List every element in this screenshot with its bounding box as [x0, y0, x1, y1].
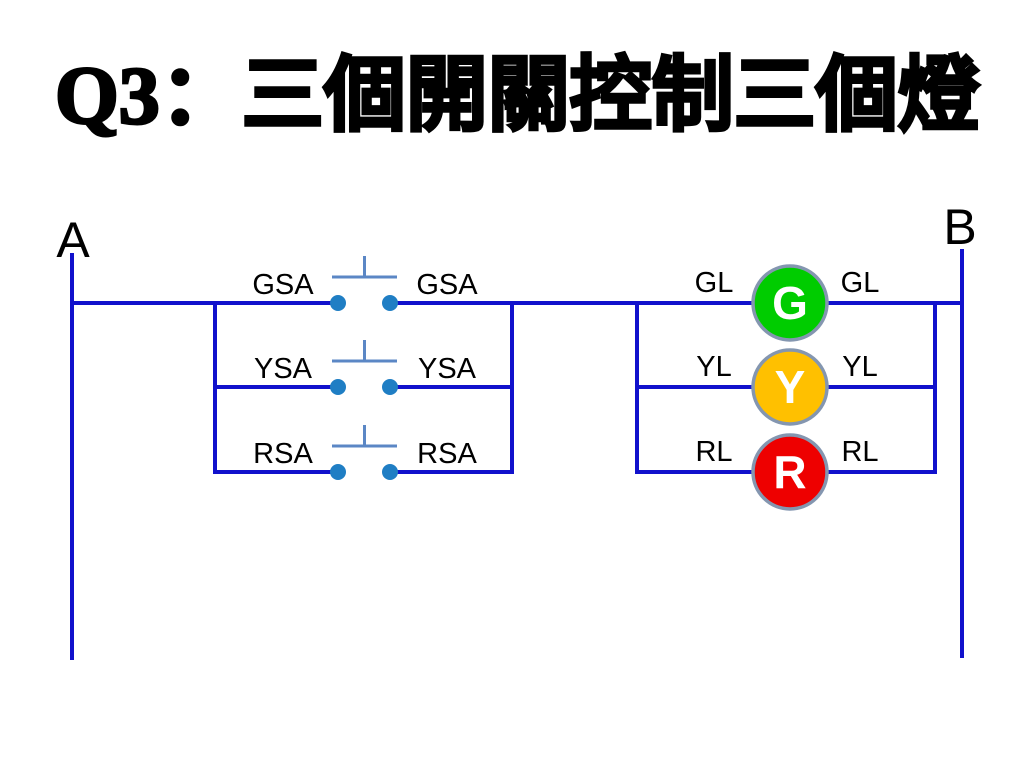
- lamp-red-icon: [751, 433, 829, 511]
- switch-label-left: YSA: [254, 353, 313, 385]
- lamp-green-icon: [751, 264, 829, 342]
- lamp-label-left: YL: [696, 351, 731, 383]
- contact-dot-icon: [330, 379, 346, 395]
- lamp-label-left: GL: [695, 267, 734, 299]
- switch-label-right: RSA: [417, 438, 477, 470]
- slide-title: Q3：三個開關控制三個燈: [54, 49, 982, 143]
- lamp-label-right: YL: [842, 351, 877, 383]
- lamp-label-right: GL: [841, 267, 880, 299]
- pushbutton-symbols: [332, 256, 397, 448]
- switch-label-left: RSA: [253, 438, 313, 470]
- rail-label-a: A: [56, 212, 90, 268]
- lamp-letters: G Y R: [772, 277, 808, 498]
- lamp-green-letter: G: [772, 277, 808, 329]
- contact-dot-icon: [382, 295, 398, 311]
- switch-label-left: GSA: [252, 269, 314, 301]
- contact-dot-icon: [382, 464, 398, 480]
- switch-label-right: YSA: [418, 353, 477, 385]
- lamp-yellow-icon: [751, 348, 829, 426]
- contact-dot-icon: [382, 379, 398, 395]
- switch-label-right: GSA: [416, 269, 478, 301]
- lamp-yellow-letter: Y: [775, 361, 806, 413]
- contact-dot-icon: [330, 295, 346, 311]
- contact-dot-icon: [330, 464, 346, 480]
- lamp-red-letter: R: [773, 446, 806, 498]
- rail-label-b: B: [943, 199, 976, 255]
- wires: [70, 249, 964, 660]
- lamp-label-left: RL: [695, 436, 732, 468]
- lamp-label-right: RL: [841, 436, 878, 468]
- contact-dots: [330, 295, 398, 480]
- lamps: [751, 264, 829, 511]
